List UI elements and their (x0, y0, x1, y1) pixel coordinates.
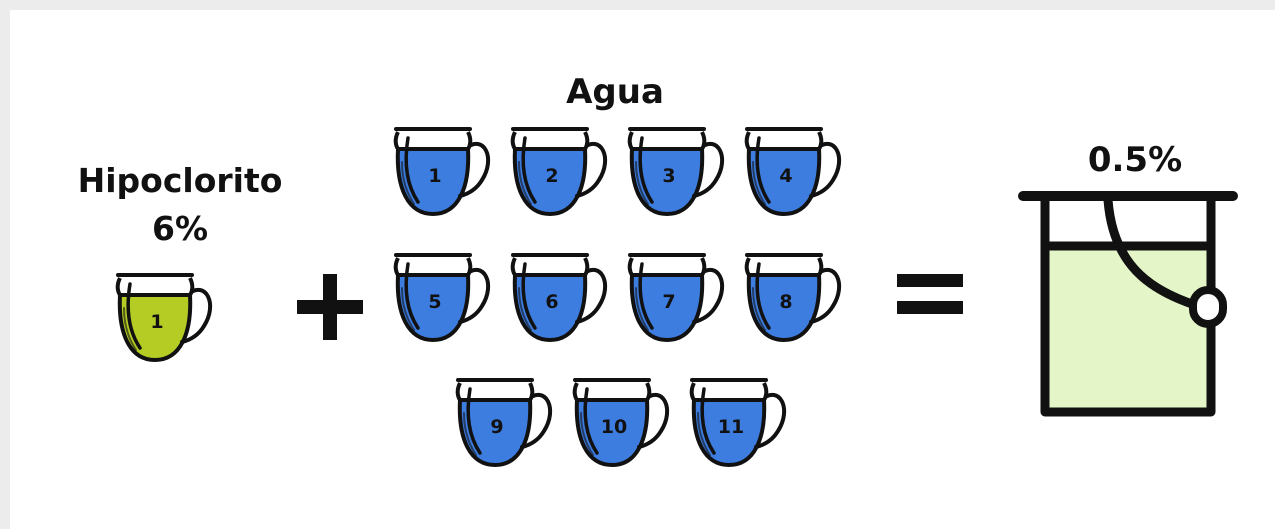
cup-number: 9 (490, 416, 503, 438)
plus-icon (295, 272, 365, 342)
bucket-icon (1015, 180, 1245, 420)
cup-number: 11 (718, 416, 744, 438)
water-cup: 9 (450, 373, 560, 473)
cup-number: 3 (662, 165, 675, 187)
water-cup: 3 (622, 122, 732, 222)
water-cup: 11 (684, 373, 794, 473)
water-cup: 5 (388, 248, 498, 348)
water-cup: 4 (739, 122, 849, 222)
bleach-title: Hipoclorito (50, 162, 310, 200)
water-cup: 1 (388, 122, 498, 222)
water-title: Agua (510, 72, 720, 112)
cup-number: 10 (601, 416, 627, 438)
water-cup: 10 (567, 373, 677, 473)
water-cup: 8 (739, 248, 849, 348)
cup-number: 2 (545, 165, 558, 187)
water-cup: 7 (622, 248, 732, 348)
cup-number: 4 (779, 165, 792, 187)
cup-number: 1 (150, 311, 163, 333)
equals-icon (895, 272, 965, 318)
cup-number: 7 (662, 291, 675, 313)
cup-number: 5 (428, 291, 441, 313)
cup-number: 8 (779, 291, 792, 313)
cup-number: 1 (428, 165, 441, 187)
bucket-liquid (1047, 248, 1209, 408)
bleach-cup: 1 (110, 268, 220, 368)
water-cup: 2 (505, 122, 615, 222)
cup-number: 6 (545, 291, 558, 313)
result-concentration: 0.5% (1050, 140, 1220, 180)
bleach-concentration: 6% (50, 210, 310, 248)
water-cup: 6 (505, 248, 615, 348)
